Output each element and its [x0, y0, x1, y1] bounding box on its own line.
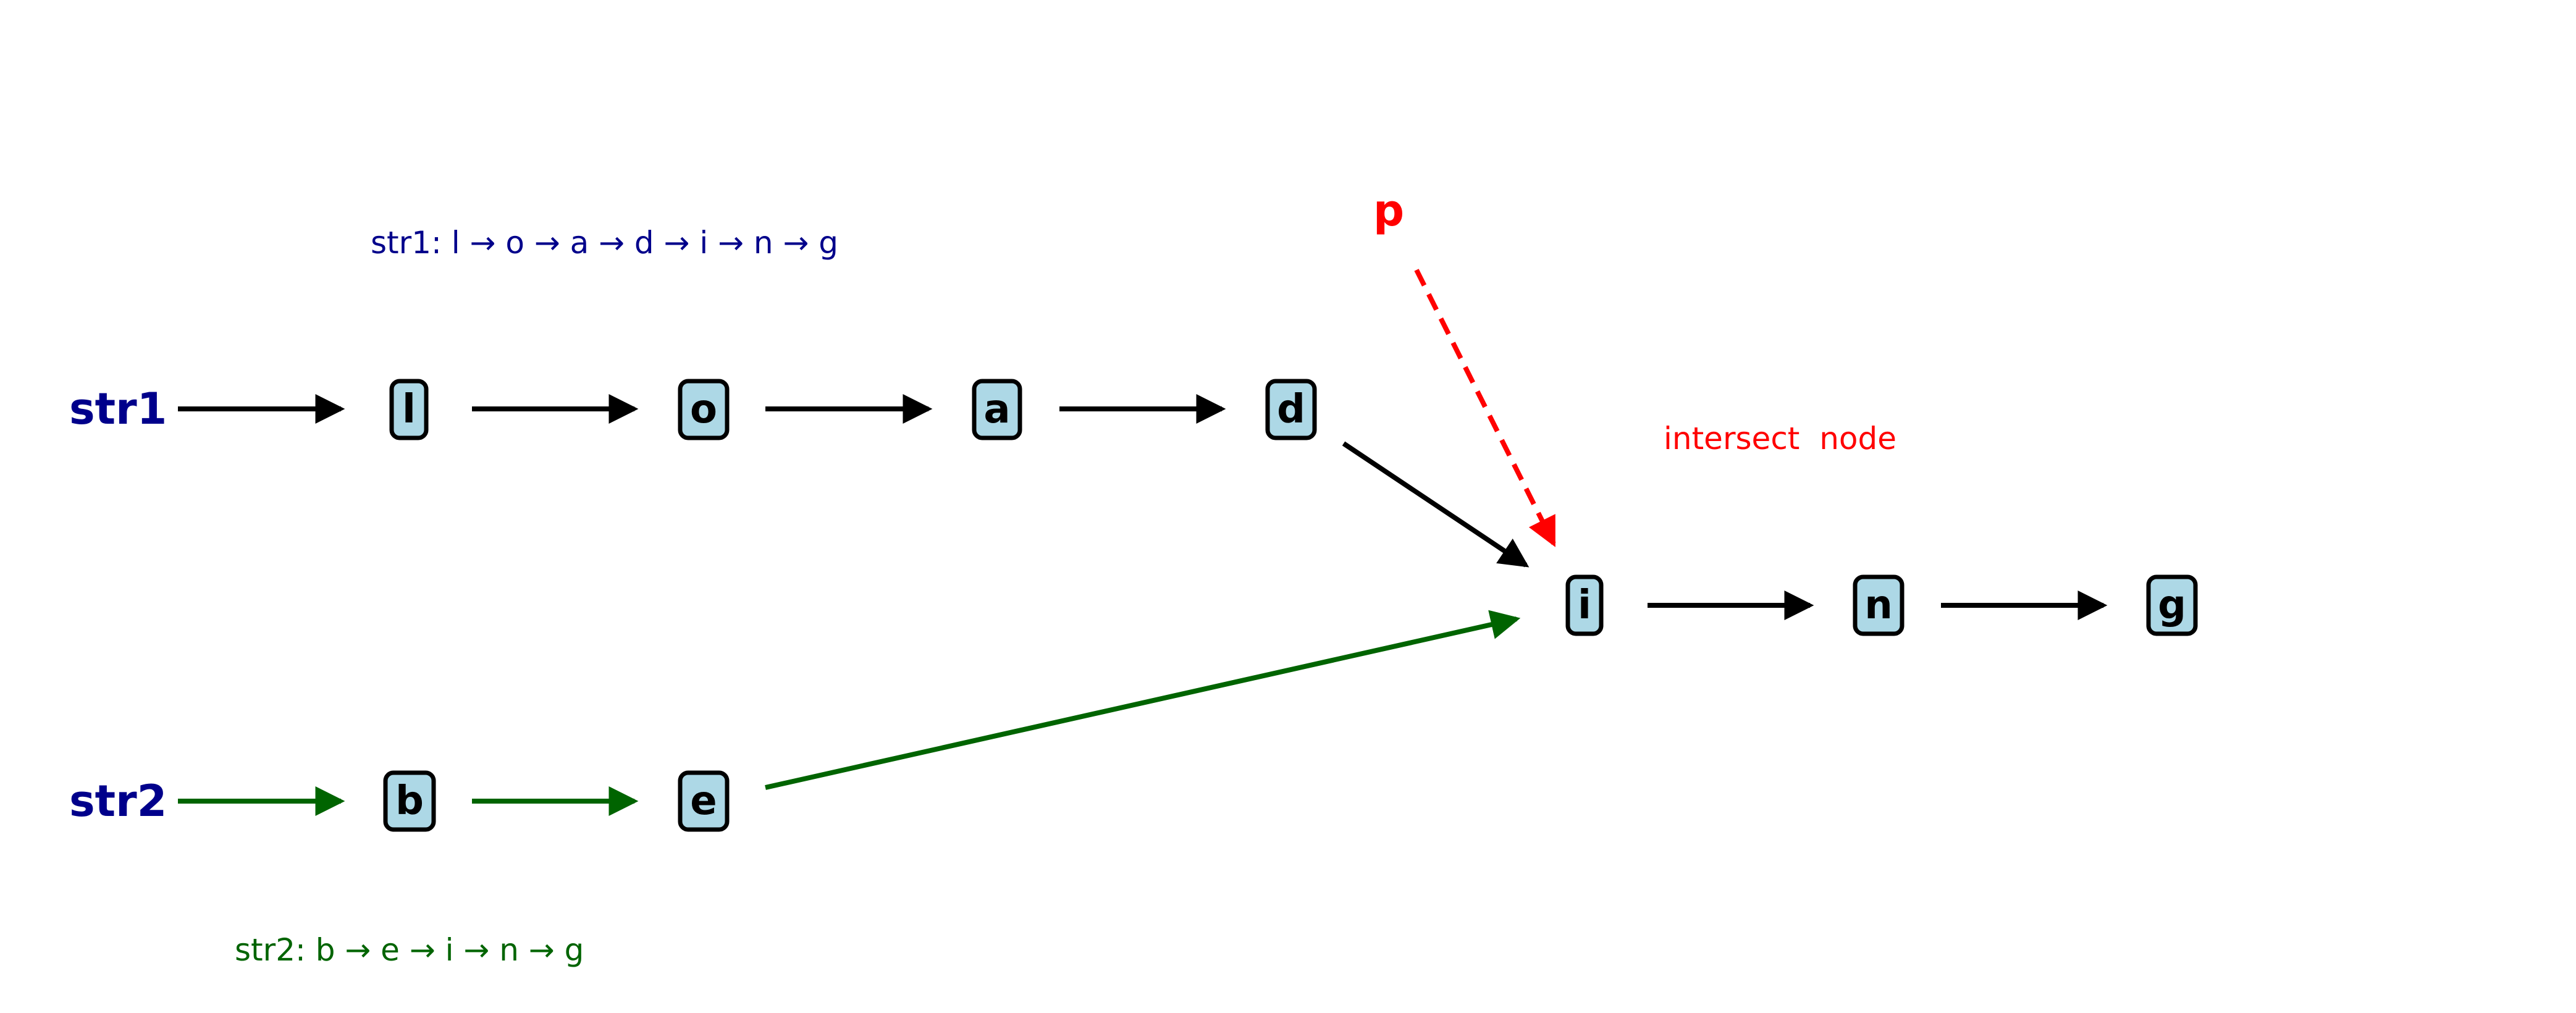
node-d-letter: d — [1277, 387, 1305, 432]
str2-caption: str2: b → e → i → n → g — [235, 932, 584, 968]
node-a: a — [972, 379, 1022, 440]
node-l-letter: l — [402, 387, 416, 432]
node-a-letter: a — [983, 387, 1010, 432]
node-l: l — [389, 379, 429, 440]
node-b-letter: b — [395, 778, 424, 824]
edge-d-to-i — [1342, 441, 1530, 568]
node-n: n — [1853, 574, 1905, 636]
node-e: e — [678, 770, 730, 832]
node-o-letter: o — [690, 387, 717, 432]
str1-label: str1 — [69, 384, 167, 434]
pointer-arrow — [1414, 269, 1556, 547]
node-d: d — [1265, 379, 1317, 440]
intersect-node-label: intersect node — [1664, 421, 1896, 456]
str1-edges — [178, 394, 2108, 620]
node-i-intersect: i — [1565, 574, 1604, 636]
pointer-label: p — [1373, 185, 1404, 236]
str1-caption: str1: l → o → a → d → i → n → g — [371, 225, 838, 261]
node-o: o — [678, 379, 730, 440]
node-e-letter: e — [690, 778, 717, 824]
node-g: g — [2146, 574, 2198, 636]
edge-e-to-i — [765, 610, 1521, 790]
str2-edges — [178, 610, 1521, 816]
node-n-letter: n — [1864, 582, 1893, 628]
str2-label: str2 — [69, 776, 167, 826]
node-i-letter: i — [1578, 582, 1591, 628]
node-g-letter: g — [2158, 582, 2186, 628]
node-b: b — [383, 770, 436, 832]
